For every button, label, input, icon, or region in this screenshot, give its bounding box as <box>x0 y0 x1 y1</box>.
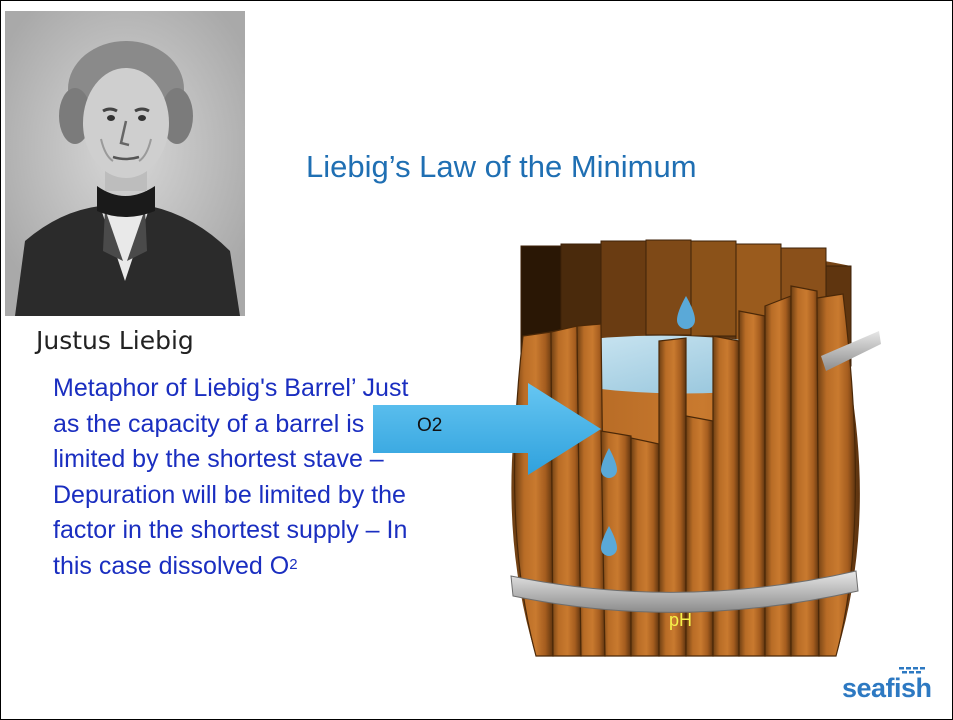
body-text: Metaphor of Liebig's Barrel’ Just as the… <box>53 371 433 584</box>
arrow-label: O2 <box>417 415 443 436</box>
stave-label-ph: pH <box>669 610 693 630</box>
seafish-logo-icon <box>899 667 925 674</box>
body-text-main: Metaphor of Liebig's Barrel’ Just as the… <box>53 374 409 580</box>
seafish-logo-text: seafish <box>842 673 932 703</box>
arrow-icon <box>373 383 601 475</box>
slide-title: Liebig’s Law of the Minimum <box>306 149 697 184</box>
portrait-image <box>5 11 245 316</box>
barrel-image <box>510 239 881 657</box>
portrait-caption: Justus Liebig <box>36 326 194 355</box>
body-superscript: 2 <box>289 555 298 573</box>
